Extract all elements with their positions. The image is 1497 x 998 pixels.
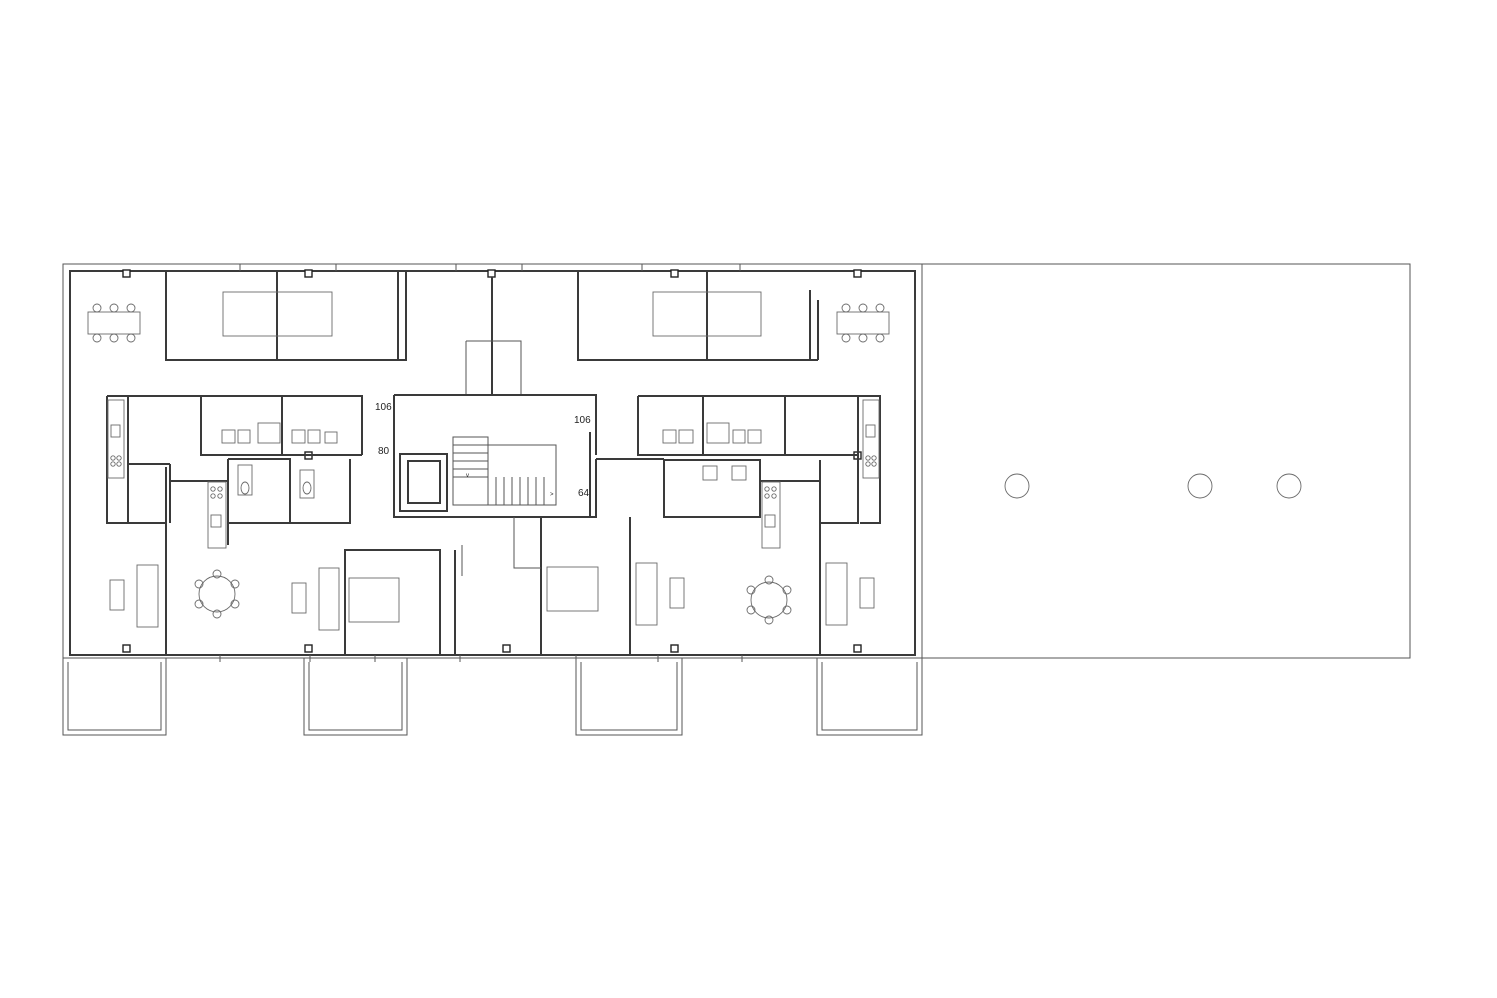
- sofa: [318, 567, 340, 631]
- coffee-table: [669, 577, 685, 609]
- dimension-label: 106: [574, 415, 591, 426]
- round-table: [194, 569, 240, 619]
- kitchen-counter: [862, 399, 880, 479]
- windows: [219, 264, 916, 662]
- coffee-table: [859, 577, 875, 609]
- sofa: [635, 562, 658, 626]
- planter-circle: [1276, 473, 1302, 499]
- stair-direction-mark: v: [466, 473, 469, 479]
- balconies: [62, 658, 923, 736]
- dimension-label: 64: [578, 488, 590, 499]
- bed: [222, 291, 333, 337]
- bathroom-fixtures: [221, 422, 762, 499]
- dimension-labels: 106 106 80 64 v >: [375, 402, 591, 499]
- dining-table: [87, 303, 141, 343]
- kitchen-counter: [761, 481, 781, 549]
- kitchen-counter: [107, 399, 125, 479]
- kitchen-counter: [207, 481, 227, 549]
- bed: [348, 577, 400, 623]
- sofa: [825, 562, 848, 626]
- planter-circle: [1004, 473, 1030, 499]
- bed: [652, 291, 762, 337]
- interior-walls: [106, 271, 881, 655]
- dining-table: [836, 303, 890, 343]
- sofa: [136, 564, 159, 628]
- stair: [452, 436, 557, 506]
- dimension-label: 80: [378, 446, 390, 457]
- bed: [546, 566, 599, 612]
- stair-direction-mark: >: [550, 492, 554, 498]
- terrace: [921, 263, 1411, 659]
- furniture: [87, 291, 890, 631]
- coffee-table: [291, 582, 307, 614]
- planter-circle: [1187, 473, 1213, 499]
- dimension-label: 106: [375, 402, 392, 413]
- coffee-table: [109, 579, 125, 611]
- round-table: [746, 575, 792, 625]
